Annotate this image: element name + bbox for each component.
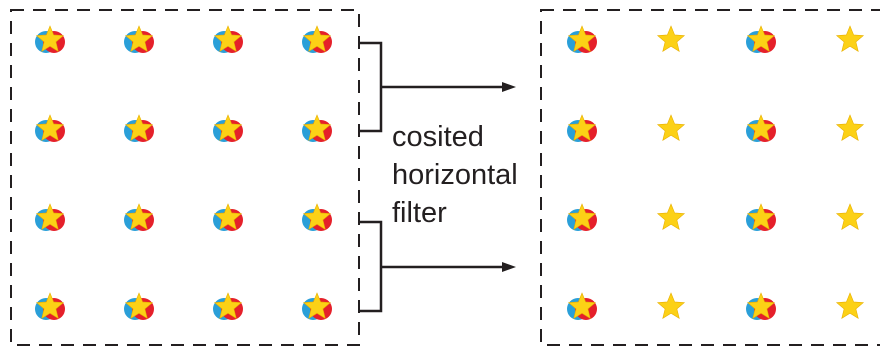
- luma-chroma-sample: [567, 292, 597, 320]
- luma-sample-star-icon: [124, 25, 154, 52]
- luma-chroma-sample: [213, 25, 243, 53]
- filter-label: cosited horizontal filter: [392, 118, 518, 232]
- luma-sample-star-icon: [302, 25, 332, 52]
- luma-sample-star-icon: [835, 25, 865, 52]
- luma-chroma-sample: [213, 203, 243, 231]
- luma-sample-star-icon: [746, 203, 776, 230]
- luma-chroma-sample: [35, 292, 65, 320]
- luma-sample: [835, 114, 865, 141]
- luma-chroma-sample: [35, 25, 65, 53]
- luma-chroma-sample: [746, 114, 776, 142]
- luma-sample-star-icon: [835, 292, 865, 319]
- luma-chroma-sample: [124, 114, 154, 142]
- luma-sample-star-icon: [746, 114, 776, 141]
- luma-sample-star-icon: [213, 292, 243, 319]
- luma-sample: [656, 292, 686, 319]
- luma-chroma-sample: [35, 203, 65, 231]
- filter-label-line-3: filter: [392, 197, 447, 229]
- luma-chroma-sample: [746, 292, 776, 320]
- luma-chroma-sample: [567, 114, 597, 142]
- luma-sample: [835, 25, 865, 52]
- luma-sample-star-icon: [35, 292, 65, 319]
- luma-sample-star-icon: [35, 25, 65, 52]
- luma-sample-star-icon: [124, 292, 154, 319]
- input-grid-border: [10, 9, 360, 346]
- luma-sample-star-icon: [835, 203, 865, 230]
- output-grid-border: [540, 9, 880, 346]
- luma-chroma-sample: [124, 25, 154, 53]
- upper-bracket: [360, 41, 383, 133]
- lower-arrow-head: [502, 262, 516, 272]
- luma-chroma-sample: [746, 203, 776, 231]
- luma-sample-star-icon: [302, 292, 332, 319]
- luma-chroma-sample: [302, 25, 332, 53]
- luma-sample-star-icon: [302, 203, 332, 230]
- luma-sample-star-icon: [656, 292, 686, 319]
- luma-sample-star-icon: [213, 114, 243, 141]
- luma-sample-star-icon: [302, 114, 332, 141]
- luma-sample: [835, 203, 865, 230]
- lower-bracket: [360, 220, 383, 313]
- luma-sample-star-icon: [567, 203, 597, 230]
- luma-sample-star-icon: [35, 203, 65, 230]
- luma-chroma-sample: [302, 292, 332, 320]
- luma-sample-star-icon: [656, 203, 686, 230]
- upper-arrow-head: [502, 82, 516, 92]
- luma-chroma-sample: [124, 203, 154, 231]
- luma-sample: [835, 292, 865, 319]
- luma-sample: [656, 25, 686, 52]
- luma-chroma-sample: [567, 203, 597, 231]
- luma-sample-star-icon: [35, 114, 65, 141]
- luma-chroma-sample: [213, 292, 243, 320]
- luma-chroma-sample: [124, 292, 154, 320]
- luma-chroma-sample: [213, 114, 243, 142]
- luma-chroma-sample: [35, 114, 65, 142]
- luma-sample-star-icon: [213, 25, 243, 52]
- luma-sample-star-icon: [656, 25, 686, 52]
- luma-sample: [656, 203, 686, 230]
- luma-chroma-sample: [302, 114, 332, 142]
- luma-sample-star-icon: [124, 203, 154, 230]
- luma-sample-star-icon: [656, 114, 686, 141]
- filter-label-line-2: horizontal: [392, 159, 518, 191]
- luma-sample-star-icon: [567, 292, 597, 319]
- luma-chroma-sample: [746, 25, 776, 53]
- luma-sample: [656, 114, 686, 141]
- output-sample-grid: [567, 25, 865, 320]
- luma-sample-star-icon: [567, 114, 597, 141]
- luma-chroma-sample: [302, 203, 332, 231]
- luma-sample-star-icon: [746, 292, 776, 319]
- input-sample-grid: [35, 25, 332, 320]
- luma-sample-star-icon: [567, 25, 597, 52]
- luma-chroma-sample: [567, 25, 597, 53]
- filter-label-line-1: cosited: [392, 121, 484, 153]
- luma-sample-star-icon: [835, 114, 865, 141]
- luma-sample-star-icon: [213, 203, 243, 230]
- luma-sample-star-icon: [124, 114, 154, 141]
- luma-sample-star-icon: [746, 25, 776, 52]
